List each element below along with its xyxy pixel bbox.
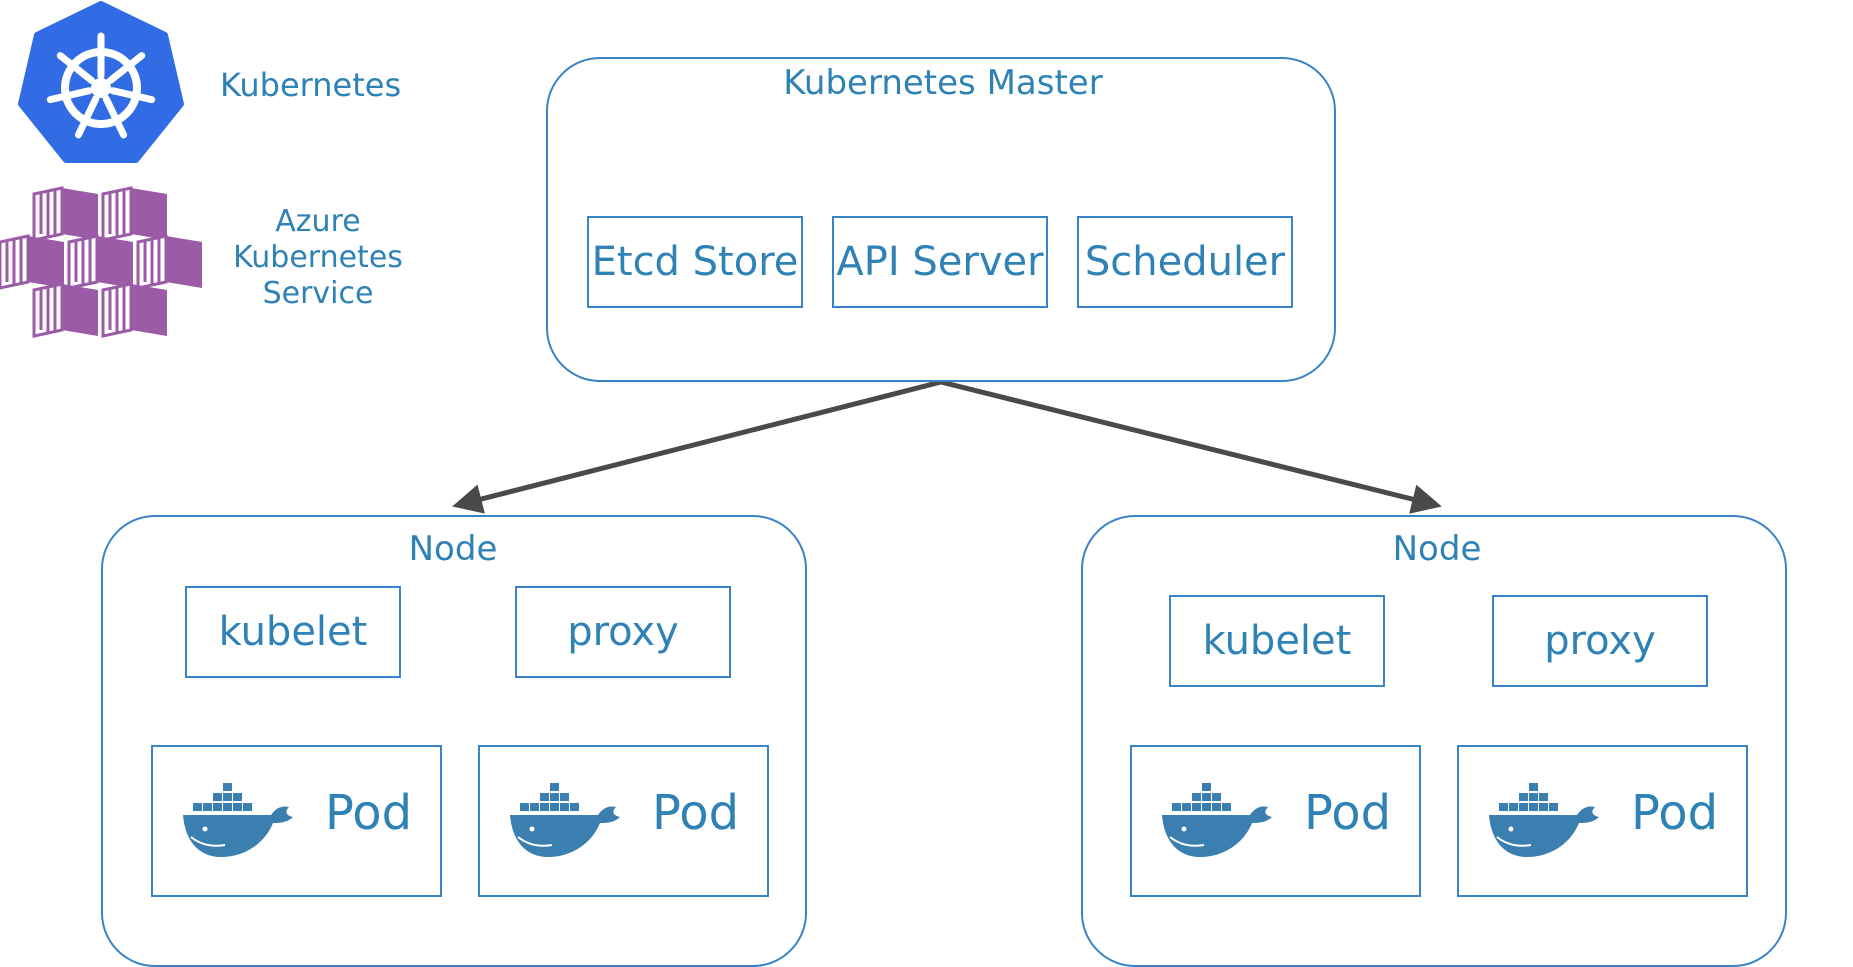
node-1-proxy-label: proxy	[567, 609, 679, 655]
etcd-store-box: Etcd Store	[587, 216, 803, 308]
node-2-kubelet-label: kubelet	[1202, 618, 1352, 664]
api-server-label: API Server	[836, 239, 1044, 285]
node-2-proxy-label: proxy	[1544, 618, 1656, 664]
node-1-kubelet-box: kubelet	[185, 586, 401, 678]
node-1-pod-2: Pod	[478, 745, 769, 897]
docker-whale-icon	[182, 782, 294, 858]
azure-aks-containers-icon	[0, 186, 204, 338]
node-2-pod-1-label: Pod	[1304, 785, 1392, 841]
arrow-master-to-node-2	[940, 379, 1442, 514]
node-2-title: Node	[1392, 529, 1482, 569]
node-1-title: Node	[408, 529, 498, 569]
aks-label-line-1: Azure	[275, 204, 361, 239]
scheduler-box: Scheduler	[1077, 216, 1293, 308]
docker-whale-icon	[1161, 782, 1273, 858]
aks-label-line-2: Kubernetes	[233, 240, 403, 275]
node-1-pod-2-label: Pod	[652, 785, 740, 841]
node-1-pod-1-label: Pod	[325, 785, 413, 841]
node-1-pod-1: Pod	[151, 745, 442, 897]
node-1-proxy-box: proxy	[515, 586, 731, 678]
node-2-kubelet-box: kubelet	[1169, 595, 1385, 687]
node-1-kubelet-label: kubelet	[218, 609, 368, 655]
master-title: Kubernetes Master	[783, 63, 1103, 103]
node-2-box	[1081, 515, 1787, 967]
node-2-pod-1: Pod	[1130, 745, 1421, 897]
scheduler-label: Scheduler	[1084, 239, 1286, 285]
node-2-pod-2-label: Pod	[1631, 785, 1719, 841]
etcd-store-label: Etcd Store	[591, 239, 799, 285]
docker-whale-icon	[509, 782, 621, 858]
kubernetes-label: Kubernetes	[220, 66, 402, 104]
kubernetes-helm-icon	[18, 1, 184, 163]
node-1-box	[101, 515, 807, 967]
arrow-master-to-node-1	[452, 379, 942, 514]
api-server-box: API Server	[832, 216, 1048, 308]
node-2-pod-2: Pod	[1457, 745, 1748, 897]
aks-label-line-3: Service	[262, 276, 374, 311]
node-2-proxy-box: proxy	[1492, 595, 1708, 687]
docker-whale-icon	[1488, 782, 1600, 858]
